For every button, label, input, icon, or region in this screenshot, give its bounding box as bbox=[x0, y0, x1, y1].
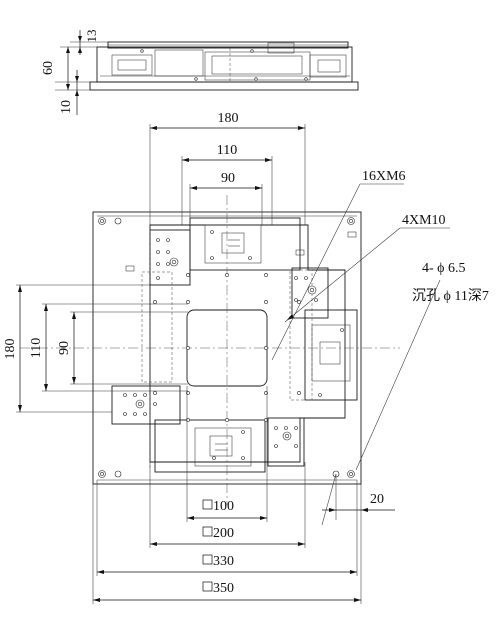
callout-mount-holes-1: 4- ϕ 6.5 bbox=[422, 261, 466, 276]
dim-90-horizontal: 90 bbox=[221, 171, 235, 186]
dim-20: 20 bbox=[370, 492, 384, 507]
horizontal-dims: 180 110 90 bbox=[149, 111, 306, 225]
side-dim-60: 60 bbox=[41, 61, 56, 75]
top-view: 180 110 90 180 11 bbox=[3, 111, 489, 604]
callout-4xm10: 4XM10 bbox=[402, 213, 446, 228]
bracket-left-top bbox=[149, 229, 191, 286]
dim-100: 100 bbox=[213, 499, 234, 514]
dim-180-horizontal: 180 bbox=[218, 111, 239, 126]
m6-holes bbox=[153, 273, 301, 422]
dim-200: 200 bbox=[213, 526, 234, 541]
bottom-dims: 100 200 330 350 bbox=[92, 386, 362, 604]
dim-180-vertical: 180 bbox=[3, 339, 18, 360]
slide-right bbox=[304, 309, 358, 401]
side-dim-13: 13 bbox=[84, 30, 99, 43]
dim-350: 350 bbox=[213, 581, 234, 596]
callout-16xm6: 16XM6 bbox=[362, 169, 406, 184]
edge-offset-dim: 20 bbox=[321, 473, 395, 526]
dim-330: 330 bbox=[213, 554, 234, 569]
corner-holes bbox=[98, 217, 355, 478]
side-view: 13 60 10 bbox=[41, 30, 359, 115]
moving-table bbox=[149, 224, 346, 463]
bracket-bottom-right bbox=[267, 417, 305, 467]
callouts: 16XM6 4XM10 4- ϕ 6.5 沉孔 ϕ 11深7 bbox=[271, 169, 489, 471]
side-dim-10: 10 bbox=[59, 100, 74, 114]
bracket-right-top bbox=[291, 267, 329, 319]
dim-110-vertical: 110 bbox=[29, 338, 44, 358]
dim-110-horizontal: 110 bbox=[217, 143, 237, 158]
slide-top bbox=[189, 217, 301, 271]
slide-bottom bbox=[154, 419, 266, 473]
bracket-left-bottom bbox=[111, 385, 181, 425]
side-base-plate bbox=[89, 81, 359, 91]
side-body bbox=[96, 46, 353, 83]
vertical-dims: 180 110 90 bbox=[3, 284, 188, 413]
callout-mount-holes-2: 沉孔 ϕ 11深7 bbox=[412, 288, 489, 304]
dim-90-vertical: 90 bbox=[57, 341, 72, 355]
bracket-fasteners bbox=[123, 230, 357, 460]
